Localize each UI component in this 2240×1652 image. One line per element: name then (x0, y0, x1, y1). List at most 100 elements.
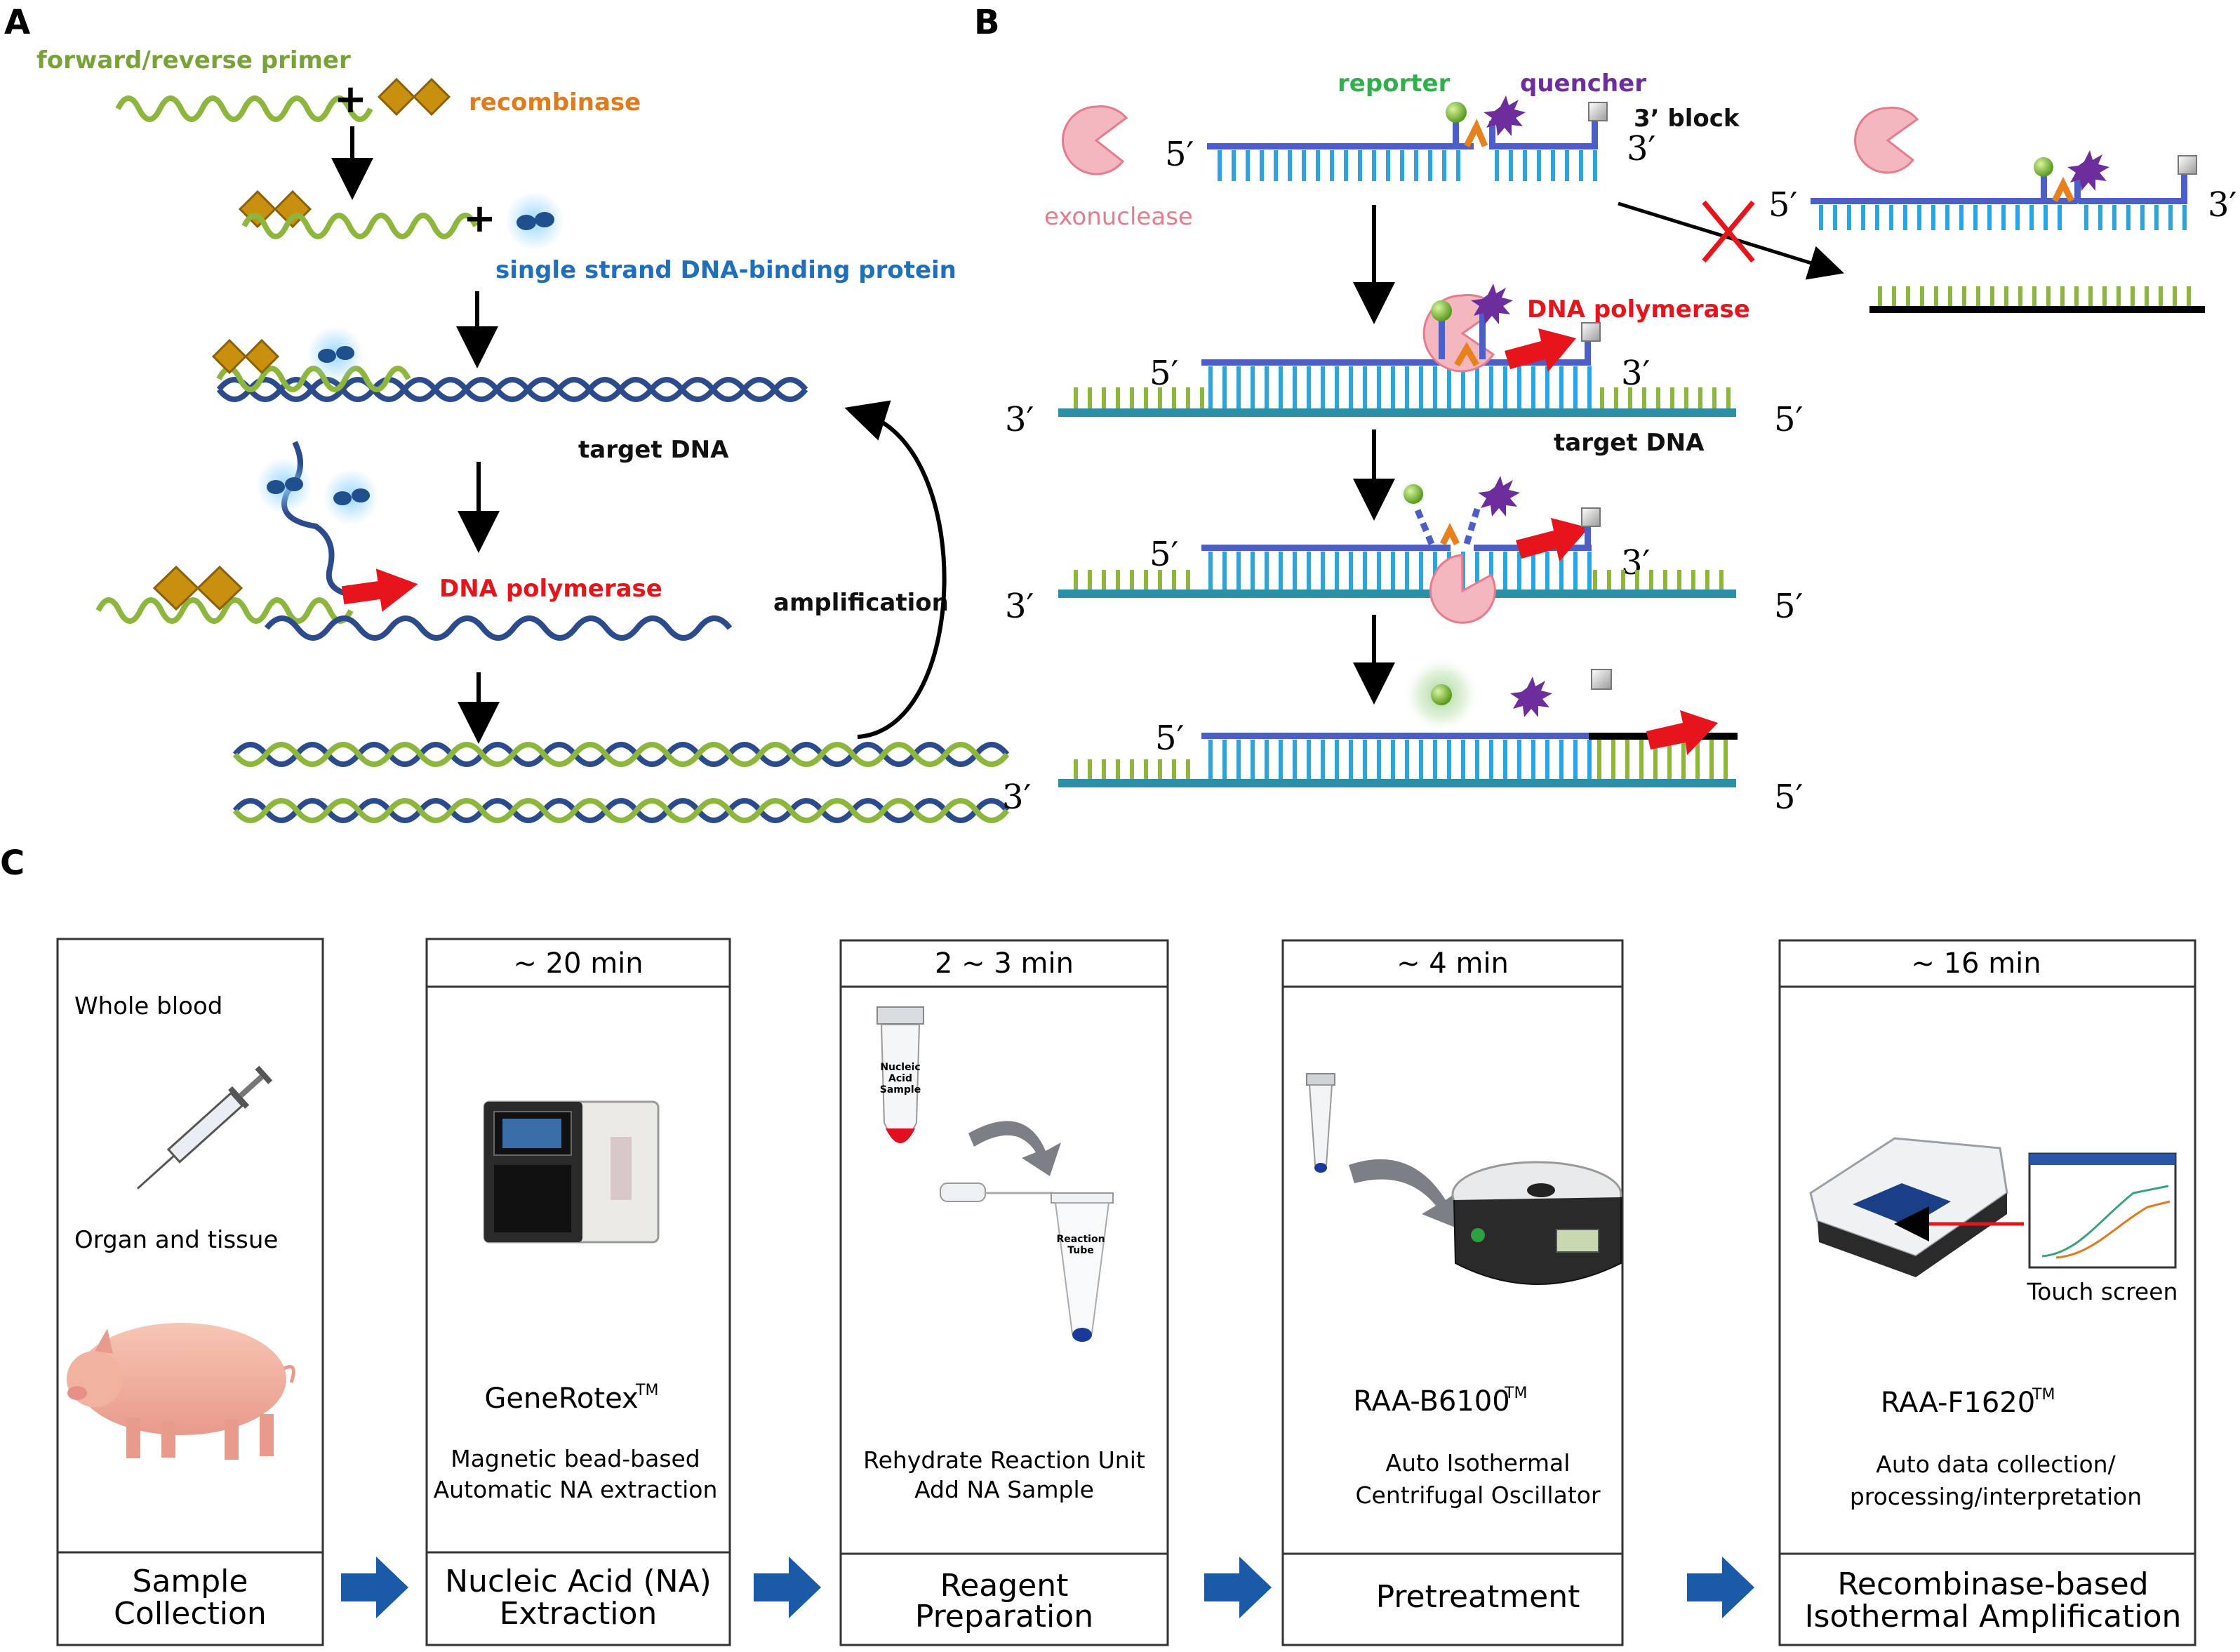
dna-rung (1116, 759, 1120, 779)
step-label-line1: Nucleic Acid (NA) (445, 1564, 712, 1599)
dna-rung (2098, 205, 2102, 230)
dna-rung (1920, 286, 1924, 306)
dna-rung (1265, 552, 1269, 589)
ssb-label: single strand DNA-binding protein (495, 256, 956, 284)
step-time: ~ 16 min (1911, 947, 2041, 980)
dna-rung (1088, 387, 1092, 408)
dna-rung (1495, 150, 1499, 181)
dna-rung (1400, 150, 1404, 181)
flow-arrow-icon (754, 1557, 821, 1618)
step-label-line1: Pretreatment (1376, 1579, 1580, 1615)
dna-rung (1279, 552, 1283, 589)
reporter-icon (1431, 300, 1452, 321)
dna-rung (1990, 286, 1994, 306)
dna-rung (1948, 286, 1952, 306)
dna-rung (1903, 205, 1907, 230)
prime-5-label: 5′ (1165, 135, 1194, 174)
dna-rung (2084, 205, 2088, 230)
touch-screen-label: Touch screen (2027, 1278, 2178, 1305)
dna-rung (1987, 205, 1992, 230)
dna-rung (1847, 205, 1851, 230)
dna-rung (1973, 205, 1978, 230)
prime-5-label: 5′ (1774, 778, 1803, 817)
dna-rung (1503, 552, 1507, 589)
amplification-label: amplification (773, 589, 949, 617)
dna-rung (1232, 150, 1236, 181)
transfer-arrow-icon (1349, 1159, 1460, 1228)
dna-rung (1391, 552, 1395, 589)
recombinase-icon (211, 338, 280, 375)
dna-rung (1559, 366, 1564, 408)
dna-rung (1321, 552, 1325, 589)
dna-rung (1447, 366, 1451, 408)
dna-rung (1377, 552, 1381, 589)
tube-label: Sample (880, 1084, 921, 1095)
prime-5-label: 5′ (1149, 535, 1178, 574)
whole-blood-label: Whole blood (74, 992, 222, 1020)
dna-rung (2187, 286, 2191, 306)
centrifuge-device-icon (1451, 1161, 1622, 1285)
dna-rung (2088, 286, 2093, 306)
step-desc-line2: Centrifugal Oscillator (1355, 1481, 1600, 1509)
block-icon (1591, 669, 1612, 690)
strand-displacement (95, 441, 733, 641)
dna-rung (2032, 286, 2036, 306)
tube-label: Nucleic (880, 1062, 920, 1073)
dna-rung (1517, 366, 1521, 408)
dna-rung (1293, 740, 1297, 779)
device-name: GeneRotex (484, 1383, 638, 1415)
dna-rung (1551, 150, 1555, 181)
dna-rung (1593, 150, 1597, 181)
polymerase-arrow-icon (1505, 328, 1576, 372)
quencher-label: quencher (1520, 69, 1646, 98)
ssb-protein-icon (307, 326, 364, 382)
panel-b-letter: B (974, 3, 1000, 42)
dna-rung (1573, 552, 1578, 589)
dna-rung (1587, 366, 1592, 408)
dna-rung (1653, 740, 1658, 779)
dna-rung (1116, 387, 1120, 408)
dna-rung (2029, 205, 2034, 230)
prime-3-label: 3′ (1621, 354, 1650, 393)
dna-rung (1545, 366, 1549, 408)
dna-rung (1335, 366, 1339, 408)
dna-rung (1649, 570, 1653, 589)
quencher-icon (1471, 284, 1513, 324)
dna-rung (2001, 205, 2006, 230)
dna-rung (2044, 205, 2048, 230)
dna-rung (1088, 570, 1092, 589)
dna-rung (2058, 205, 2062, 230)
dna-rung (1246, 150, 1250, 181)
plus-sign: + (334, 76, 367, 122)
dna-rung (2018, 286, 2022, 306)
ssb-protein-icon (505, 192, 564, 251)
dna-rung (1222, 366, 1227, 408)
dna-rung (1419, 552, 1423, 589)
dna-rung (1251, 366, 1255, 408)
dna-rung (1405, 740, 1409, 779)
dna-rung (1414, 150, 1418, 181)
dna-rung (1307, 552, 1311, 589)
dna-rung (1719, 570, 1724, 589)
dna-rung (2159, 286, 2163, 306)
dna-rung (1677, 570, 1681, 589)
polymerase-arrow-icon (1646, 710, 1718, 755)
step-label-line1: Recombinase-based (1837, 1566, 2148, 1602)
dna-rung (1200, 387, 1204, 408)
dna-rung (2145, 286, 2149, 306)
dna-rung (1236, 366, 1241, 408)
step-time: ~ 20 min (513, 947, 643, 980)
dna-rung (1573, 740, 1578, 779)
dna-rung (1130, 570, 1134, 589)
dna-rung (1833, 205, 1837, 230)
reaction-tube-icon: Reaction Tube (940, 1183, 1114, 1342)
trademark: TM (2032, 1386, 2055, 1404)
reaction-tube-icon (1306, 1073, 1335, 1173)
dna-rung (1330, 150, 1334, 181)
dna-rung (1684, 387, 1688, 408)
dna-rung (2140, 205, 2145, 230)
cross-mark-icon (1702, 200, 1755, 263)
recombinase-label: recombinase (469, 88, 641, 116)
step-desc-line2: Add NA Sample (914, 1476, 1094, 1503)
dna-rung (1158, 570, 1162, 589)
